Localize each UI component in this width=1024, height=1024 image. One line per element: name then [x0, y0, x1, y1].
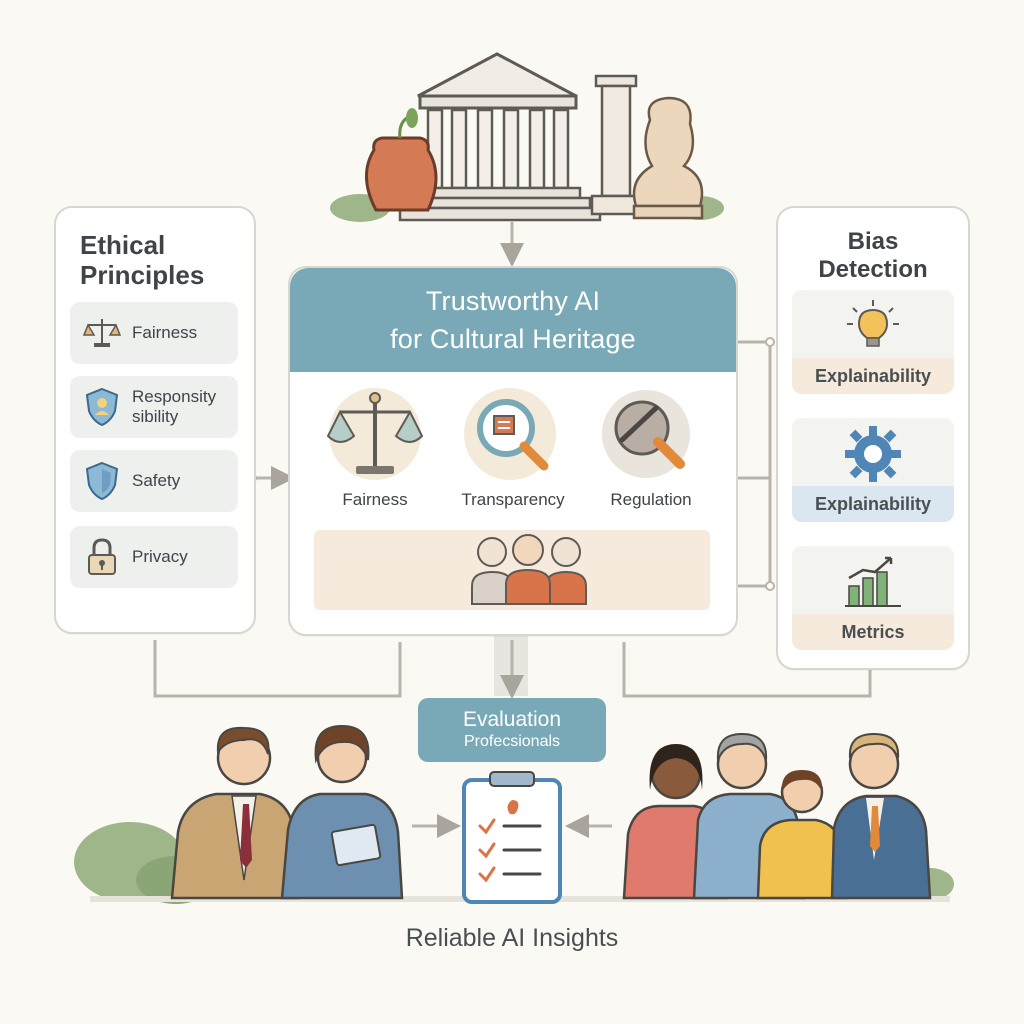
padlock-icon [80, 535, 124, 579]
stakeholders-band [314, 530, 710, 610]
principle-item-fairness[interactable]: Fairness [70, 302, 238, 364]
bias-item-label: Explainability [792, 358, 954, 394]
magnifier-icon [458, 386, 568, 486]
principle-item-privacy[interactable]: Privacy [70, 526, 238, 588]
bias-detection-panel: Bias Detection Explainability [776, 206, 970, 670]
bias-detection-title: Bias Detection [818, 228, 928, 283]
bias-item-explainability-2[interactable]: Explainability [792, 418, 954, 522]
principle-label: Responsity sibility [132, 387, 217, 426]
bias-item-label: Explainability [792, 486, 954, 522]
principle-label: Fairness [132, 323, 198, 342]
scales-icon [80, 311, 124, 355]
principle-label: Privacy [132, 547, 188, 566]
evaluation-line2: Profecsionals [463, 733, 561, 750]
ethical-principles-panel: Ethical Principles Fairness Responsity s… [54, 206, 256, 634]
bar-chart-icon [792, 554, 954, 610]
gear-icon [792, 426, 954, 482]
trustworthy-ai-header: Trustworthy AI for Cultural Heritage [290, 268, 736, 372]
gavel-icon [596, 386, 706, 486]
shield-person-icon [80, 385, 124, 429]
lightbulb-icon [792, 298, 954, 354]
header-title-line1: Trustworthy AI [425, 286, 601, 316]
bias-item-metrics[interactable]: Metrics [792, 546, 954, 650]
pillar-label-regulation: Regulation [610, 490, 692, 509]
pillar-label-transparency: Transparency [461, 490, 565, 509]
evaluation-professionals-badge[interactable]: Evaluation Profecsionals [418, 698, 606, 762]
principle-item-safety[interactable]: Safety [70, 450, 238, 512]
bias-item-label: Metrics [792, 614, 954, 650]
people-group-icon [471, 534, 587, 605]
scales-icon [320, 386, 430, 486]
bias-item-explainability-1[interactable]: Explainability [792, 290, 954, 394]
principle-item-responsibility[interactable]: Responsity sibility [70, 376, 238, 438]
shield-icon [80, 459, 124, 503]
header-title-line2: for Cultural Heritage [390, 324, 636, 354]
ethical-principles-title: Ethical Principles [80, 230, 205, 290]
evaluation-line1: Evaluation [462, 708, 562, 731]
pillar-label-fairness: Fairness [342, 490, 408, 509]
trustworthy-ai-panel: Trustworthy AI for Cultural Heritage Fai… [288, 266, 738, 636]
footer-title: Reliable AI Insights [405, 924, 619, 952]
principle-label: Safety [132, 471, 181, 490]
